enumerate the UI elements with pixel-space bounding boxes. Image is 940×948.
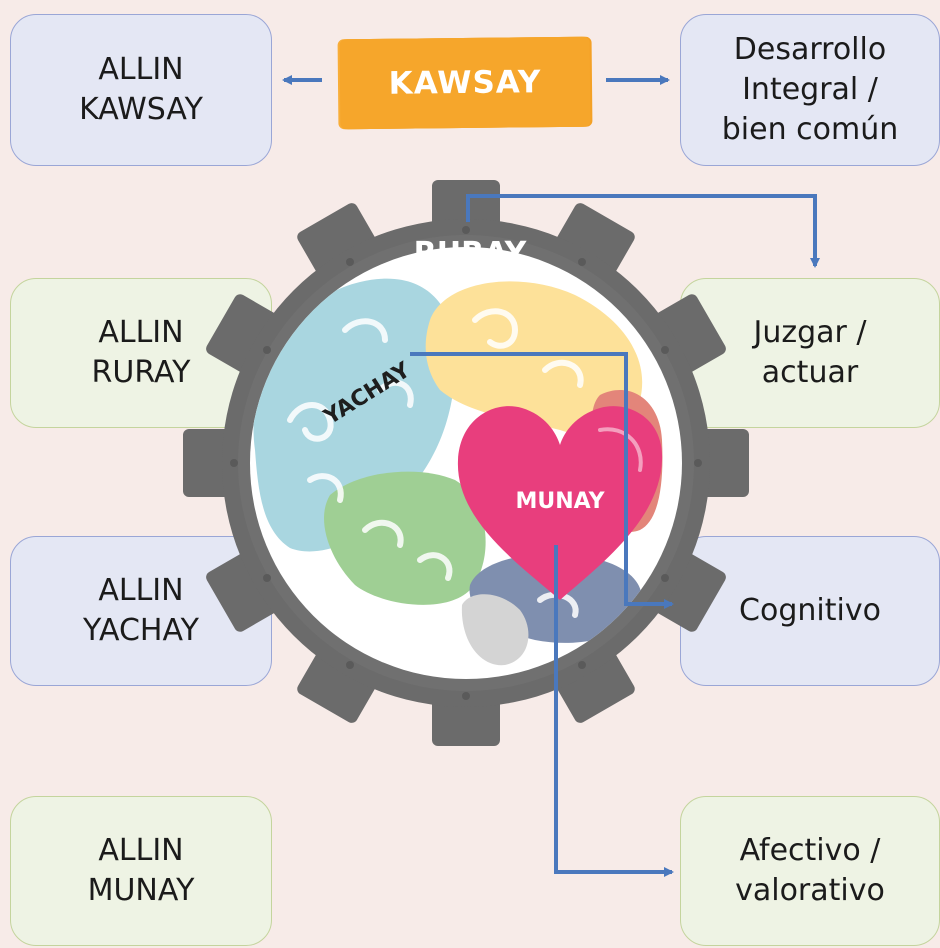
juzgar-line1: Juzgar / [753, 315, 867, 350]
munay-label: MUNAY [515, 489, 605, 514]
allin-kawsay-line1: ALLIN [98, 52, 184, 87]
heart-icon: MUNAY [457, 406, 663, 600]
allin-ruray-line1: ALLIN [98, 315, 184, 350]
ruray-label: RURAY [414, 236, 528, 271]
desarrollo-line1: Desarrollo [733, 32, 887, 67]
juzgar-actuar-box: Juzgar / actuar [680, 278, 940, 428]
allin-munay-box: ALLIN MUNAY [10, 796, 272, 946]
allin-yachay-line2: YACHAY [82, 613, 199, 648]
arrow-yachay-to-cognitivo [410, 352, 674, 609]
cognitivo-box: Cognitivo [680, 536, 940, 686]
allin-kawsay-line2: KAWSAY [79, 92, 203, 127]
afectivo-line1: Afectivo / [739, 833, 881, 868]
allin-munay-line1: ALLIN [98, 833, 184, 868]
afectivo-valorativo-box: Afectivo / valorativo [680, 796, 940, 946]
desarrollo-line2: Integral / [742, 72, 878, 107]
juzgar-line2: actuar [761, 355, 859, 390]
desarrollo-line3: bien común [721, 112, 899, 147]
arrow-ruray-to-juzgar [466, 194, 820, 268]
cognitivo-line1: Cognitivo [739, 593, 881, 628]
allin-ruray-line2: RURAY [91, 355, 191, 390]
allin-munay-line2: MUNAY [87, 873, 195, 908]
allin-yachay-line1: ALLIN [98, 573, 184, 608]
afectivo-line2: valorativo [735, 873, 885, 908]
allin-kawsay-box: ALLIN KAWSAY [10, 14, 272, 166]
arrow-munay-to-afectivo [554, 545, 674, 877]
connector-arrows [282, 75, 820, 877]
